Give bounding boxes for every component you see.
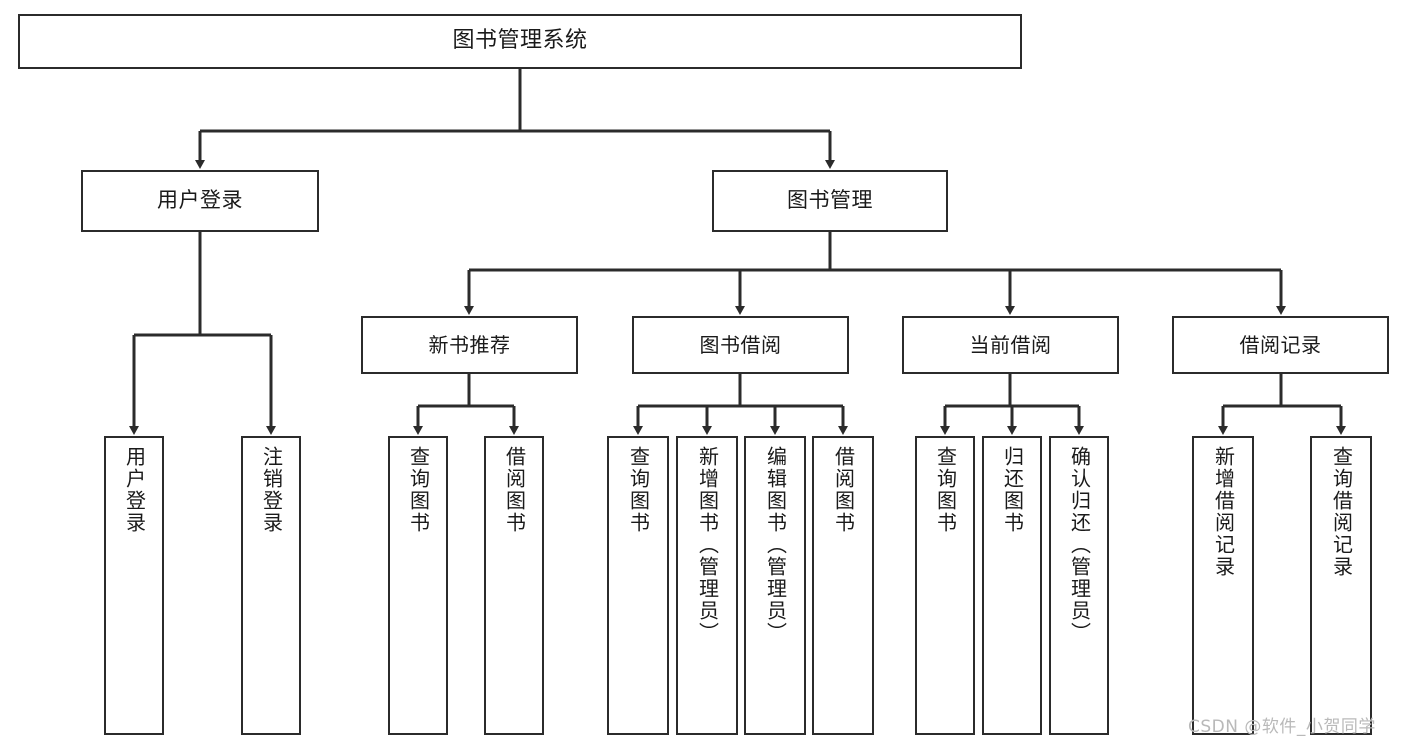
leaf-node-8-label: 查询图书 <box>933 446 958 534</box>
root-node-0[interactable]: 图书管理系统 <box>18 14 1022 69</box>
leaf-node-11-label: 新增借阅记录 <box>1211 446 1236 578</box>
leaf-node-12-label: 查询借阅记录 <box>1329 446 1354 578</box>
csdn-watermark: CSDN @软件_小贺同学 <box>1188 717 1376 737</box>
leaf-node-7-label: 借阅图书 <box>831 446 856 534</box>
level3-node-3[interactable]: 借阅记录 <box>1172 316 1389 374</box>
leaf-node-8[interactable]: 查询图书 <box>915 436 975 735</box>
level3-node-3-label: 借阅记录 <box>1239 333 1322 357</box>
level3-node-1[interactable]: 图书借阅 <box>632 316 849 374</box>
level2-node-0[interactable]: 用户登录 <box>81 170 319 232</box>
level3-node-2[interactable]: 当前借阅 <box>902 316 1119 374</box>
level3-node-2-label: 当前借阅 <box>969 333 1052 357</box>
leaf-node-6-label: 编辑图书（管理员） <box>763 446 788 644</box>
level3-node-1-label: 图书借阅 <box>699 333 782 357</box>
leaf-node-9[interactable]: 归还图书 <box>982 436 1042 735</box>
leaf-node-1[interactable]: 注销登录 <box>241 436 301 735</box>
leaf-node-2-label: 查询图书 <box>406 446 431 534</box>
leaf-node-7[interactable]: 借阅图书 <box>812 436 874 735</box>
level3-node-0[interactable]: 新书推荐 <box>361 316 578 374</box>
leaf-node-3-label: 借阅图书 <box>502 446 527 534</box>
leaf-node-3[interactable]: 借阅图书 <box>484 436 544 735</box>
level2-node-1-label: 图书管理 <box>787 188 873 213</box>
leaf-node-6[interactable]: 编辑图书（管理员） <box>744 436 806 735</box>
leaf-node-9-label: 归还图书 <box>1000 446 1025 534</box>
leaf-node-2[interactable]: 查询图书 <box>388 436 448 735</box>
leaf-node-11[interactable]: 新增借阅记录 <box>1192 436 1254 735</box>
leaf-node-4[interactable]: 查询图书 <box>607 436 669 735</box>
leaf-node-1-label: 注销登录 <box>259 446 284 534</box>
level2-node-0-label: 用户登录 <box>157 188 243 213</box>
leaf-node-10[interactable]: 确认归还（管理员） <box>1049 436 1109 735</box>
root-node-0-label: 图书管理系统 <box>452 28 588 54</box>
leaf-node-0-label: 用户登录 <box>122 446 147 534</box>
level2-node-1[interactable]: 图书管理 <box>712 170 948 232</box>
leaf-node-12[interactable]: 查询借阅记录 <box>1310 436 1372 735</box>
leaf-node-4-label: 查询图书 <box>626 446 651 534</box>
level3-node-0-label: 新书推荐 <box>428 333 511 357</box>
leaf-node-10-label: 确认归还（管理员） <box>1067 446 1092 644</box>
leaf-node-5[interactable]: 新增图书（管理员） <box>676 436 738 735</box>
leaf-node-5-label: 新增图书（管理员） <box>695 446 720 644</box>
leaf-node-0[interactable]: 用户登录 <box>104 436 164 735</box>
